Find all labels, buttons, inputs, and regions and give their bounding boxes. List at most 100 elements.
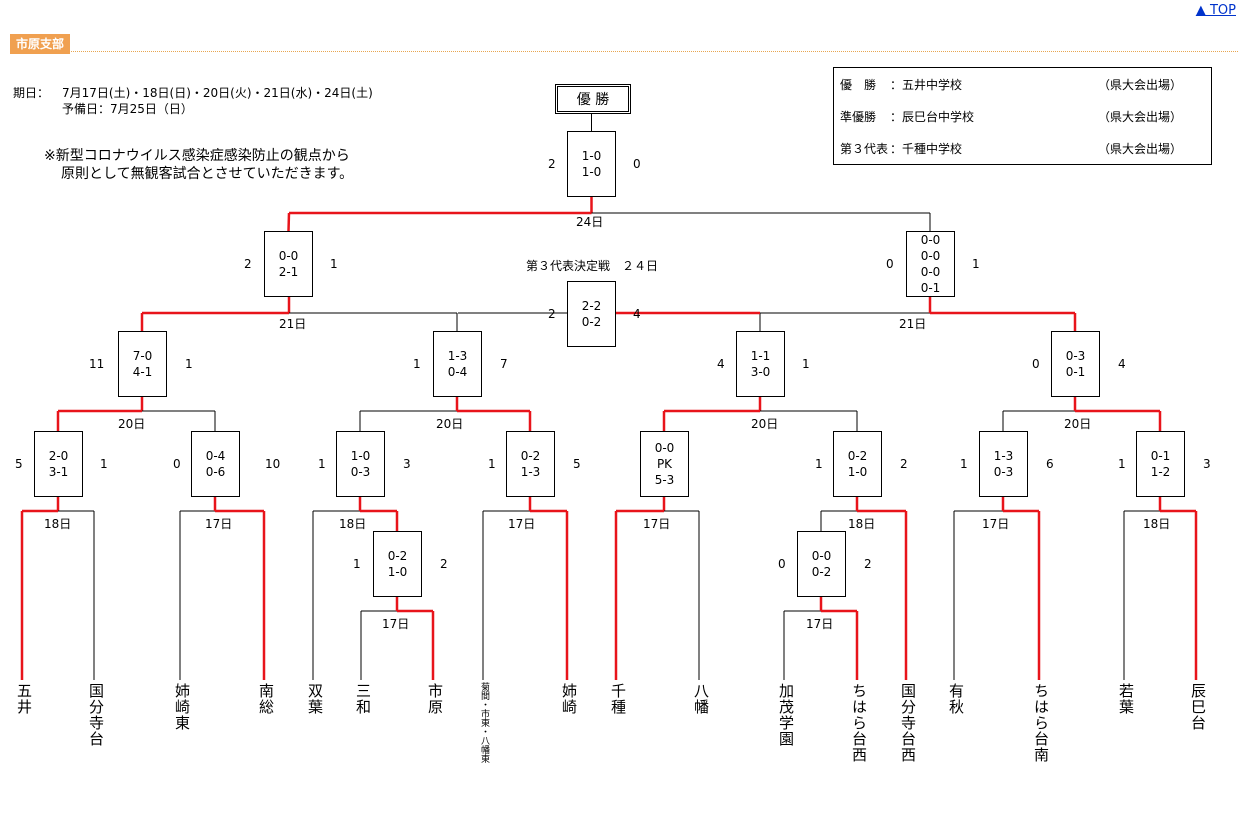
match-date: 18日: [339, 517, 367, 531]
match-total-left: 5: [15, 457, 23, 471]
match-total-left: 1: [318, 457, 326, 471]
team-name: 菊間・市東・八幡東: [479, 682, 489, 763]
match-date: 21日: [899, 317, 927, 331]
match-score-line: 0-4: [205, 449, 226, 463]
match-date: 18日: [848, 517, 876, 531]
match-score-line: 1-0: [350, 449, 371, 463]
notice-line-2: 原則として無観客試合とさせていただきます。: [61, 166, 354, 182]
match-total-left: 4: [717, 357, 725, 371]
team-name: 加茂学園: [777, 683, 795, 747]
result-note: （県大会出場）: [1098, 78, 1183, 92]
match-score-line: 0-2: [520, 449, 541, 463]
team-name: 姉崎東: [173, 683, 191, 731]
match-score-line: 0-2: [811, 565, 832, 579]
match-total-left: 1: [488, 457, 496, 471]
match-score-line: 0-1: [920, 281, 941, 295]
match-date: 17日: [806, 617, 834, 631]
match-total-left: 2: [548, 157, 556, 171]
match-date: 17日: [382, 617, 410, 631]
result-school: ：辰巳台中学校: [890, 110, 975, 124]
match-score-line: 0-3: [1065, 349, 1086, 363]
team-name: 南総: [257, 683, 275, 715]
match-date: 20日: [436, 417, 464, 431]
team-name: ちはら台西: [850, 683, 868, 763]
match-score-line: 4-1: [132, 365, 153, 379]
schedule-reserve: 予備日：7月25日（日）: [62, 102, 193, 116]
team-name: 市原: [426, 683, 444, 715]
match-score-line: 1-3: [520, 465, 541, 479]
match-date: 18日: [44, 517, 72, 531]
match-date: 21日: [279, 317, 307, 331]
schedule-dates: 7月17日(土)・18日(日)・20日(火)・21日(水)・24日(土): [62, 86, 373, 100]
results-box: 優 勝 ：五井中学校 （県大会出場） 準優勝 ：辰巳台中学校 （県大会出場） 第…: [833, 67, 1212, 165]
winner-path: [287, 212, 291, 232]
match-total-right: 1: [100, 457, 108, 471]
section-divider: [10, 37, 1238, 52]
match-score-line: 5-3: [654, 473, 675, 487]
match-total-left: 1: [413, 357, 421, 371]
match-date: 18日: [1143, 517, 1171, 531]
team-name: 有秋: [947, 683, 965, 715]
match-total-right: 4: [1118, 357, 1126, 371]
result-rank: 第３代表: [840, 142, 889, 156]
top-link[interactable]: ▲ TOP: [1195, 3, 1236, 18]
result-note: （県大会出場）: [1098, 142, 1183, 156]
match-score-line: 0-0: [920, 265, 941, 279]
result-row-runner-up: 準優勝 ：辰巳台中学校 （県大会出場）: [834, 108, 1211, 128]
match-total-right: 1: [185, 357, 193, 371]
team-name: 姉崎: [560, 683, 578, 715]
match-score-line: 2-2: [581, 299, 602, 313]
result-rank: 準優勝: [840, 110, 877, 124]
match-date: 17日: [205, 517, 233, 531]
team-name: 双葉: [306, 683, 324, 715]
third-place-label: 第３代表決定戦 ２４日: [526, 259, 659, 273]
match-score-line: 0-2: [847, 449, 868, 463]
match-score-line: 1-3: [447, 349, 468, 363]
match-total-left: 1: [1118, 457, 1126, 471]
match-score-line: 0-0: [278, 249, 299, 263]
match-score-line: PK: [656, 457, 673, 471]
match-total-right: 2: [900, 457, 908, 471]
match-total-left: 0: [1032, 357, 1040, 371]
match-total-right: 3: [1203, 457, 1211, 471]
match-score-line: 0-0: [654, 441, 675, 455]
match-total-right: 5: [573, 457, 581, 471]
match-score-line: 0-6: [205, 465, 226, 479]
match-total-left: 1: [960, 457, 968, 471]
team-name: 国分寺台西: [899, 683, 917, 763]
result-row-champion: 優 勝 ：五井中学校 （県大会出場）: [834, 76, 1211, 96]
champion-label: 優 勝: [555, 84, 631, 114]
match-total-right: 2: [440, 557, 448, 571]
team-name: 三和: [354, 683, 372, 715]
match-score-line: 7-0: [132, 349, 153, 363]
result-rank: 優 勝: [840, 78, 877, 92]
match-total-left: 1: [815, 457, 823, 471]
team-name: 五井: [15, 683, 33, 715]
match-score-line: 1-0: [581, 149, 602, 163]
team-name: ちはら台南: [1032, 683, 1050, 763]
match-score-line: 1-0: [581, 165, 602, 179]
match-score-line: 3-1: [48, 465, 69, 479]
match-score-line: 2-1: [278, 265, 299, 279]
match-date: 20日: [118, 417, 146, 431]
match-total-right: 0: [633, 157, 641, 171]
team-name: 八幡: [692, 683, 710, 715]
team-name: 若葉: [1117, 683, 1135, 715]
match-total-right: 1: [972, 257, 980, 271]
match-score-line: 1-1: [750, 349, 771, 363]
match-score-line: 0-1: [1065, 365, 1086, 379]
